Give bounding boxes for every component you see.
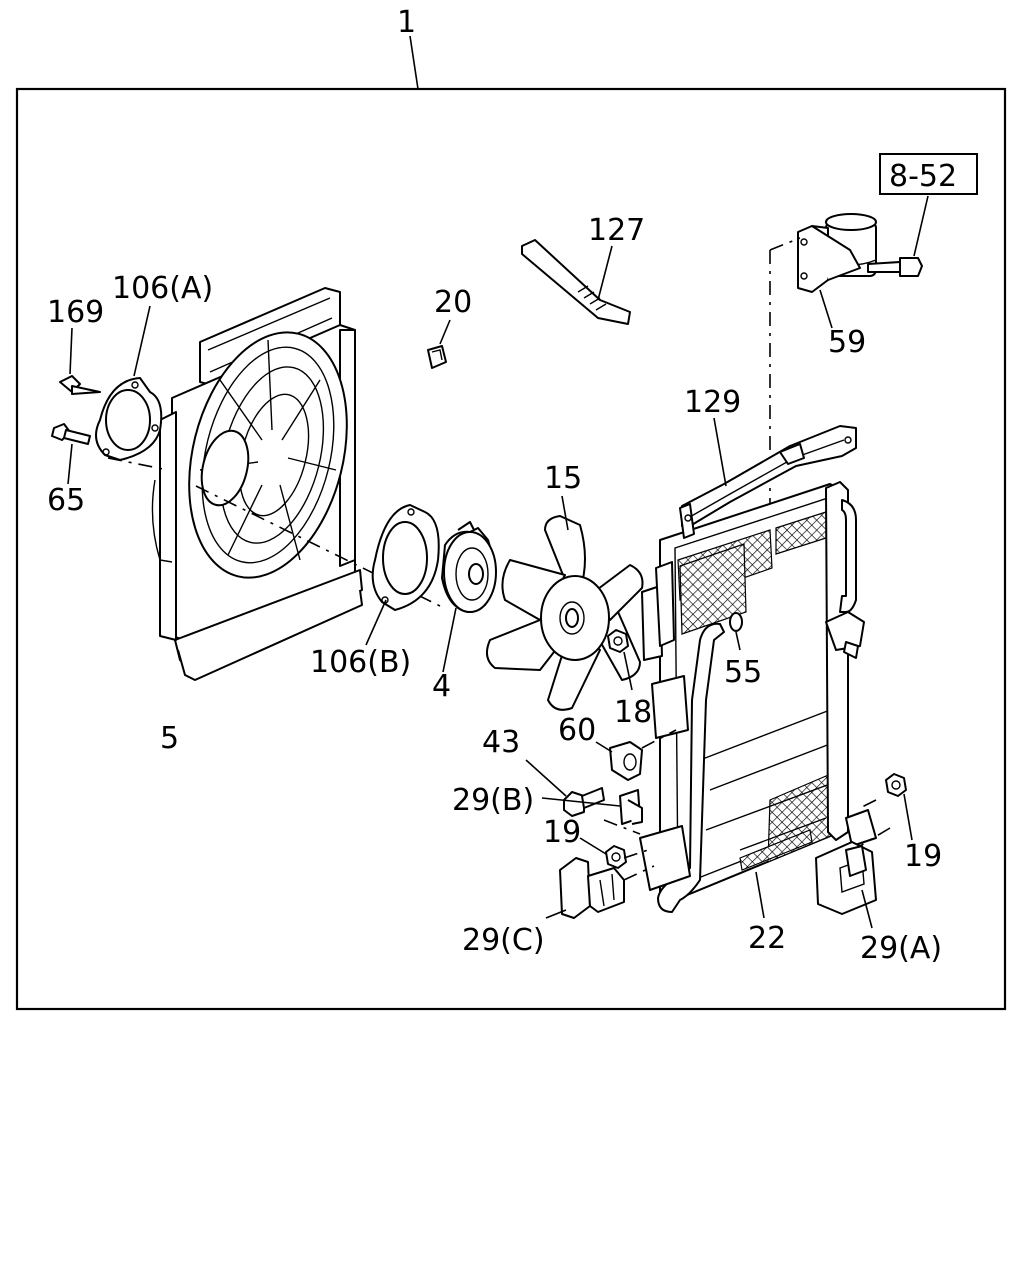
callout-19-right[interactable]: 19 (904, 839, 942, 874)
bolt-8-52 (867, 257, 923, 277)
assembly-frame (15, 87, 1007, 1011)
fan-motor (441, 521, 497, 613)
callout-19-left[interactable]: 19 (543, 815, 581, 850)
bracket-29a (815, 841, 877, 915)
callout-129[interactable]: 129 (684, 385, 741, 420)
callout-4[interactable]: 4 (432, 669, 451, 704)
callout-20[interactable]: 20 (434, 285, 472, 320)
bracket-60 (609, 741, 643, 781)
bracket-59 (797, 225, 861, 293)
callout-29b[interactable]: 29(B) (452, 783, 534, 818)
callout-59[interactable]: 59 (828, 325, 866, 360)
callout-65[interactable]: 65 (47, 483, 85, 518)
bracket-29b (619, 789, 643, 825)
ref-box-label[interactable]: 8-52 (889, 159, 957, 194)
callout-106b[interactable]: 106(B) (310, 645, 411, 680)
fan-blade (485, 515, 644, 711)
callout-55[interactable]: 55 (724, 655, 762, 690)
nut-18 (607, 629, 629, 653)
callout-29c[interactable]: 29(C) (462, 923, 545, 958)
bolt-65 (51, 423, 91, 445)
callout-169[interactable]: 169 (47, 295, 104, 330)
nut-19-left (605, 845, 627, 869)
assembly-leader (409, 35, 419, 90)
gasket-106a (95, 377, 163, 461)
fan-shroud (151, 287, 363, 681)
callout-127[interactable]: 127 (588, 213, 645, 248)
callout-15[interactable]: 15 (544, 461, 582, 496)
callout-29a[interactable]: 29(A) (860, 931, 942, 966)
callout-18[interactable]: 18 (614, 695, 652, 730)
callout-60[interactable]: 60 (558, 713, 596, 748)
bracket-129 (679, 425, 857, 539)
callout-5[interactable]: 5 (160, 721, 179, 756)
gasket-106b (371, 504, 440, 611)
ref-box (879, 153, 978, 195)
clip-20 (427, 345, 447, 369)
nut-19-right (885, 773, 907, 797)
condenser (639, 481, 877, 913)
screw-169 (59, 375, 101, 395)
callout-106a[interactable]: 106(A) (112, 271, 213, 306)
callout-assembly[interactable]: 1 (397, 5, 416, 40)
bracket-29c (559, 857, 625, 919)
o-ring-55 (729, 612, 743, 632)
cable-tie-127 (521, 239, 631, 325)
callout-22[interactable]: 22 (748, 921, 786, 956)
callout-43[interactable]: 43 (482, 725, 520, 760)
